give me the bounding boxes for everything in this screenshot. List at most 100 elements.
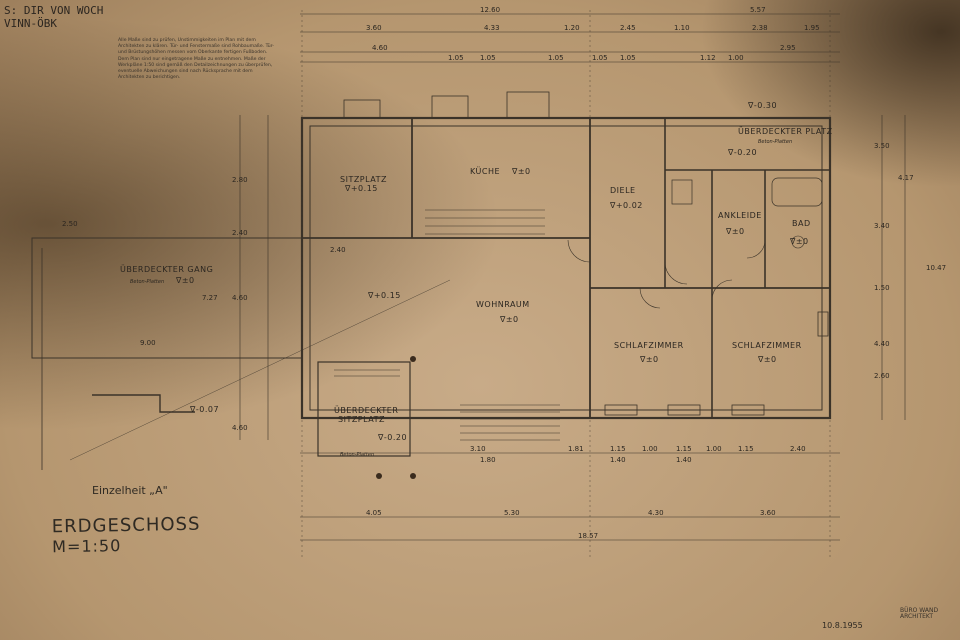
dim-top-r2-0: 3.60 xyxy=(366,24,382,32)
level-platz-2: ∇-0.20 xyxy=(727,148,757,157)
dim-bottom-r2-3: 3.60 xyxy=(760,509,776,517)
dim-top-r2-5: 2.38 xyxy=(752,24,768,32)
office-stamp: BÜRO WAND ARCHITEKT xyxy=(900,608,938,620)
dim-top-r4-0: 1.05 xyxy=(448,54,464,62)
level-sitzplatz: ∇+0.15 xyxy=(344,184,378,193)
dim-bottom-r1-6: 1.15 xyxy=(738,445,754,453)
dim-top-r2-6: 1.95 xyxy=(804,24,820,32)
bathtub xyxy=(771,177,823,207)
drawing-date: 10.8.1955 xyxy=(822,621,863,630)
dim-top-r3-1: 2.95 xyxy=(780,44,796,52)
dim-top-total: 12.60 xyxy=(480,6,500,14)
stamp-line-1: BÜRO WAND xyxy=(900,607,939,614)
room-label-diele: DIELE xyxy=(610,186,636,195)
dim-top-r2-1: 4.33 xyxy=(484,24,500,32)
window-n-1 xyxy=(343,99,381,119)
dim-right-3: 1.50 xyxy=(874,284,890,292)
dim-right-6: 2.60 xyxy=(874,372,890,380)
plan-title: ERDGESCHOSS M=1:50 xyxy=(51,513,201,558)
door-swing-2 xyxy=(664,261,688,285)
dim-bottom-r1-0: 3.10 xyxy=(470,445,486,453)
dim-left-5: 7.27 xyxy=(202,294,218,302)
level-diele: ∇+0.02 xyxy=(609,201,643,210)
header-title: S: DIR VON WOCH VINN-ÖBK xyxy=(4,4,103,30)
general-notes: Alle Maße sind zu prüfen, Unstimmigkeite… xyxy=(118,38,274,81)
dim-top-r3-0: 4.60 xyxy=(372,44,388,52)
level-ankleide: ∇±0 xyxy=(725,227,745,236)
dim-right-1: 4.17 xyxy=(898,174,914,182)
dim-top-r4-2: 1.05 xyxy=(548,54,564,62)
room-label-kueche: KÜCHE xyxy=(470,166,500,176)
dim-bottom-r1-2: 1.15 xyxy=(610,445,626,453)
detail-a-profile xyxy=(92,394,195,413)
window-s-1 xyxy=(604,404,638,416)
dim-right-5: 4.40 xyxy=(874,340,890,348)
level-schlafzimmer-1: ∇±0 xyxy=(639,355,659,364)
detail-a-label: Einzelheit „A" xyxy=(92,484,168,497)
room-label-schlafzimmer-1: SCHLAFZIMMER xyxy=(614,341,684,350)
dim-top-r4-6: 1.00 xyxy=(728,54,744,62)
dim-misc-1: 9.00 xyxy=(140,339,156,347)
wc xyxy=(671,179,693,205)
level-platz: ∇-0.30 xyxy=(747,101,777,110)
plan-title-main: ERDGESCHOSS xyxy=(51,513,201,538)
dim-left-2: 2.40 xyxy=(330,246,346,254)
dim-left-0: 2.80 xyxy=(232,176,248,184)
door-swing-5 xyxy=(746,239,766,259)
room-label-wohnraum: WOHNRAUM xyxy=(476,300,530,309)
room-label-ueberdeckter-gang: ÜBERDECKTER GANG xyxy=(120,264,213,274)
window-e-1 xyxy=(817,311,829,337)
dim-top-r4-1: 1.05 xyxy=(480,54,496,62)
dim-misc-2: 1.80 xyxy=(480,456,496,464)
dim-bottom-r1-1: 1.81 xyxy=(568,445,584,453)
door-swing-1 xyxy=(567,239,591,263)
level-wohnraum: ∇±0 xyxy=(499,315,519,324)
sheet-holes xyxy=(376,356,416,479)
window-n-3 xyxy=(506,91,550,119)
header-line-2: VINN-ÖBK xyxy=(4,17,57,30)
floor-finish-terrace: Beton-Platten xyxy=(340,452,374,458)
dim-bottom-r1-7: 2.40 xyxy=(790,445,806,453)
room-label-bad: BAD xyxy=(792,219,811,228)
washbasin xyxy=(791,235,805,249)
dim-left-3: 4.60 xyxy=(232,294,248,302)
header-line-1: S: DIR VON WOCH xyxy=(4,4,104,17)
dim-bottom-total: 18.57 xyxy=(578,532,598,540)
window-s-3 xyxy=(731,404,765,416)
dim-right-0: 3.50 xyxy=(874,142,890,150)
dim-top-r4-3: 1.05 xyxy=(592,54,608,62)
dim-bottom-r2-0: 4.05 xyxy=(366,509,382,517)
stair-treads xyxy=(334,209,560,441)
dim-misc-0: 2.50 xyxy=(62,220,78,228)
stamp-line-2: ARCHITEKT xyxy=(900,613,934,620)
level-bad: ∇±0 xyxy=(789,237,809,246)
window-s-2 xyxy=(667,404,701,416)
dim-left-1: 2.40 xyxy=(232,229,248,237)
room-label-ankleide: ANKLEIDE xyxy=(718,211,762,220)
level-gang: ∇±0 xyxy=(175,276,195,285)
dim-bottom-r1-5: 1.00 xyxy=(706,445,722,453)
dim-top-right: 5.57 xyxy=(750,6,766,14)
dim-bottom-r1-4: 1.15 xyxy=(676,445,692,453)
room-label-schlafzimmer-2: SCHLAFZIMMER xyxy=(732,341,802,350)
dim-right-2: 3.40 xyxy=(874,222,890,230)
dim-top-r4-4: 1.05 xyxy=(620,54,636,62)
level-wohnraum-2: ∇+0.15 xyxy=(367,291,401,300)
level-terrace: ∇-0.20 xyxy=(377,433,407,442)
dim-misc-3: 1.40 xyxy=(610,456,626,464)
room-label-ueberdeckter-sitzplatz: ÜBERDECKTER xyxy=(334,405,398,415)
walkway-outline xyxy=(31,237,303,359)
dim-right-4: 10.47 xyxy=(926,264,946,272)
outer-wall-inner xyxy=(309,125,823,411)
dim-top-r4-5: 1.12 xyxy=(700,54,716,62)
floor-finish-gang: Beton-Platten xyxy=(130,279,164,285)
floor-finish-platz: Beton-Platten xyxy=(758,139,792,145)
dim-bottom-r2-2: 4.30 xyxy=(648,509,664,517)
dim-bottom-r2-1: 5.30 xyxy=(504,509,520,517)
plan-scale: M=1:50 xyxy=(52,536,122,557)
door-swing-3 xyxy=(711,279,733,301)
room-label-ueberdeckter-platz: ÜBERDECKTER PLATZ xyxy=(738,126,833,136)
outer-wall xyxy=(300,116,832,420)
